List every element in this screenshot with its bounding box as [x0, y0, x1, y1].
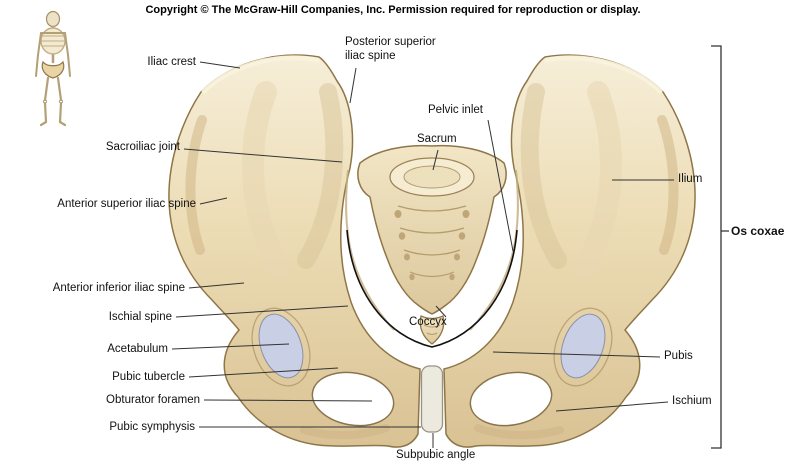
- leader-posterior-superior-iliac-spine: [349, 67, 357, 104]
- label-pelvic-inlet: Pelvic inlet: [428, 104, 483, 116]
- coccyx-shape: [419, 315, 445, 345]
- label-pubic-tubercle: Pubic tubercle: [112, 371, 185, 383]
- label-sacrum: Sacrum: [417, 133, 457, 145]
- os-coxae-bracket: [711, 45, 729, 449]
- leader-pelvic-inlet: [487, 119, 514, 252]
- leader-iliac-crest: [199, 61, 241, 69]
- leader-pubic-tubercle: [188, 367, 339, 378]
- leader-sacrum: [432, 149, 439, 171]
- hip-bone-right: [443, 54, 696, 448]
- label-pubic-symphysis: Pubic symphysis: [109, 421, 195, 433]
- label-ischial-spine: Ischial spine: [108, 311, 172, 323]
- label-acetabulum: Acetabulum: [107, 343, 168, 355]
- hip-bone-left: [169, 55, 420, 447]
- leader-sacroiliac-joint: [183, 148, 343, 163]
- leader-ischium: [555, 401, 669, 412]
- leader-acetabulum: [171, 343, 290, 350]
- leader-anterior-inferior-iliac-spine: [188, 282, 245, 289]
- leader-coccyx: [435, 305, 447, 318]
- leader-obturator-foramen: [203, 399, 373, 402]
- obturator-foramen-hole: [469, 371, 553, 427]
- sacral-foramina: [394, 210, 470, 281]
- label-anterior-inferior-iliac-spine: Anterior inferior iliac spine: [52, 282, 185, 294]
- pelvic-inlet-curve: [346, 229, 518, 348]
- label-sacroiliac-joint: Sacroiliac joint: [105, 141, 180, 153]
- label-obturator-foramen: Obturator foramen: [106, 394, 200, 406]
- label-anterior-superior-iliac-spine: Anterior superior iliac spine: [57, 198, 196, 210]
- leader-lines: [171, 61, 674, 448]
- acetabulum-rim: [553, 307, 613, 387]
- pubic-symphysis-shape: [420, 365, 444, 433]
- label-os-coxae: Os coxae: [731, 224, 785, 238]
- mini-pelvis-shape: [41, 60, 65, 79]
- copyright-text: Copyright © The McGraw-Hill Companies, I…: [145, 4, 641, 16]
- label-pubis: Pubis: [664, 350, 693, 362]
- label-iliac-crest: Iliac crest: [147, 56, 196, 68]
- label-ilium: Ilium: [678, 173, 703, 185]
- mini-skeleton-thumbnail: [35, 10, 71, 127]
- label-coccyx: Coccyx: [409, 316, 447, 328]
- leader-ischial-spine: [175, 305, 349, 318]
- mini-skull-icon: [45, 10, 61, 28]
- leader-anterior-superior-iliac-spine: [199, 197, 228, 205]
- label-subpubic-angle: Subpubic angle: [396, 449, 476, 461]
- sacrum-shape: [357, 144, 507, 345]
- label-posterior-superior-iliac-spine: Posterior superior iliac spine: [345, 36, 436, 62]
- label-ischium: Ischium: [672, 395, 712, 407]
- acetabulum-surface: [560, 313, 606, 379]
- leader-pubis: [492, 351, 661, 358]
